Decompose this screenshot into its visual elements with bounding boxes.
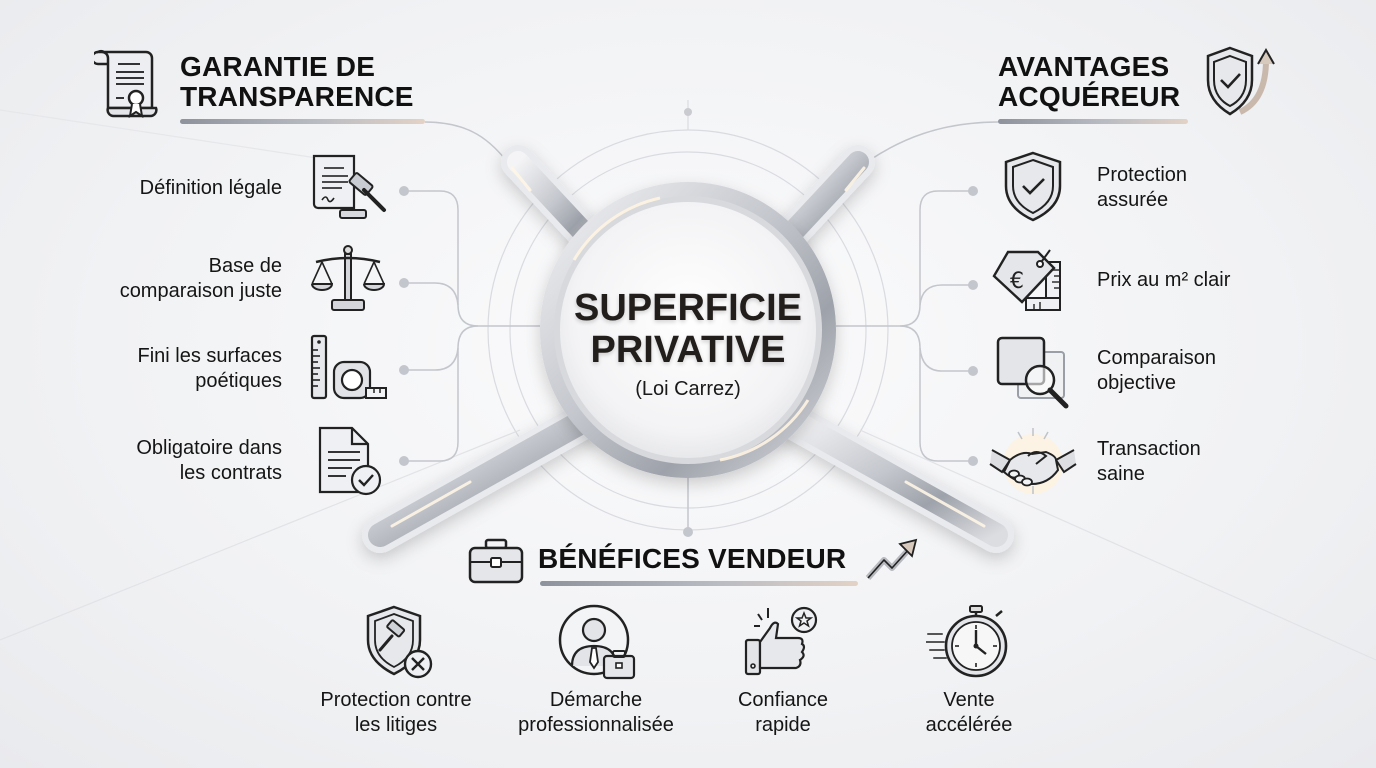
shield-check-icon xyxy=(1004,151,1062,222)
document-check-icon xyxy=(318,426,382,496)
shield-check-arrow-icon xyxy=(1206,46,1275,116)
hub-title-line2: PRIVATIVE xyxy=(590,329,786,371)
bottom-item-1-label: Protection contre les litiges xyxy=(320,689,472,736)
metal-arms xyxy=(362,145,1014,553)
left-item-connectors xyxy=(404,190,540,462)
right-item-3-label: Comparaison objective xyxy=(1097,347,1216,394)
hub-subtitle: (Loi Carrez) xyxy=(635,378,741,400)
right-item-2-label: Prix au m² clair xyxy=(1097,269,1231,291)
svg-text:€: € xyxy=(1010,269,1024,294)
hub-ring xyxy=(540,182,836,478)
right-section-title-line2: ACQUÉREUR xyxy=(998,81,1181,112)
bottom-item-2-label: Démarche professionnalisée xyxy=(518,689,674,736)
compare-magnifier-icon xyxy=(996,336,1069,409)
briefcase-icon xyxy=(468,538,524,584)
legal-document-gavel-icon xyxy=(312,154,386,219)
stopwatch-speed-icon xyxy=(926,605,1008,678)
right-title-underline xyxy=(998,119,1188,124)
left-item-3-label: Fini les surfaces poétiques xyxy=(137,345,283,392)
bottom-title-underline xyxy=(540,581,858,586)
handshake-icon xyxy=(989,428,1077,494)
left-section-title-line1: GARANTIE DE xyxy=(180,51,376,82)
euro-price-tag-icon: € xyxy=(992,249,1061,311)
right-item-connectors xyxy=(836,190,973,462)
left-item-2-label: Base de comparaison juste xyxy=(119,255,282,302)
left-title-underline xyxy=(180,119,425,124)
left-item-1-label: Définition légale xyxy=(139,177,282,199)
right-item-1-label: Protection assurée xyxy=(1097,164,1188,211)
trend-up-arrow-icon xyxy=(865,538,918,580)
thumbs-up-star-icon xyxy=(744,606,818,676)
shield-gavel-x-icon xyxy=(366,605,433,679)
left-item-4-label: Obligatoire dans les contrats xyxy=(136,437,282,484)
bottom-item-4-label: Vente accélérée xyxy=(925,689,1013,736)
right-section-title-line1: AVANTAGES xyxy=(998,51,1170,82)
ruler-tape-measure-icon xyxy=(310,334,387,400)
bottom-item-3-label: Confiance rapide xyxy=(737,689,829,736)
professional-briefcase-icon xyxy=(558,604,636,680)
hub-title-line1: SUPERFICIE xyxy=(573,287,803,329)
bottom-section-title: BÉNÉFICES VENDEUR xyxy=(538,543,847,574)
scales-of-justice-icon xyxy=(311,245,386,311)
certificate-scroll-icon xyxy=(94,49,158,119)
left-section-title-line2: TRANSPARENCE xyxy=(180,81,414,112)
right-item-4-label: Transaction saine xyxy=(1097,438,1201,485)
